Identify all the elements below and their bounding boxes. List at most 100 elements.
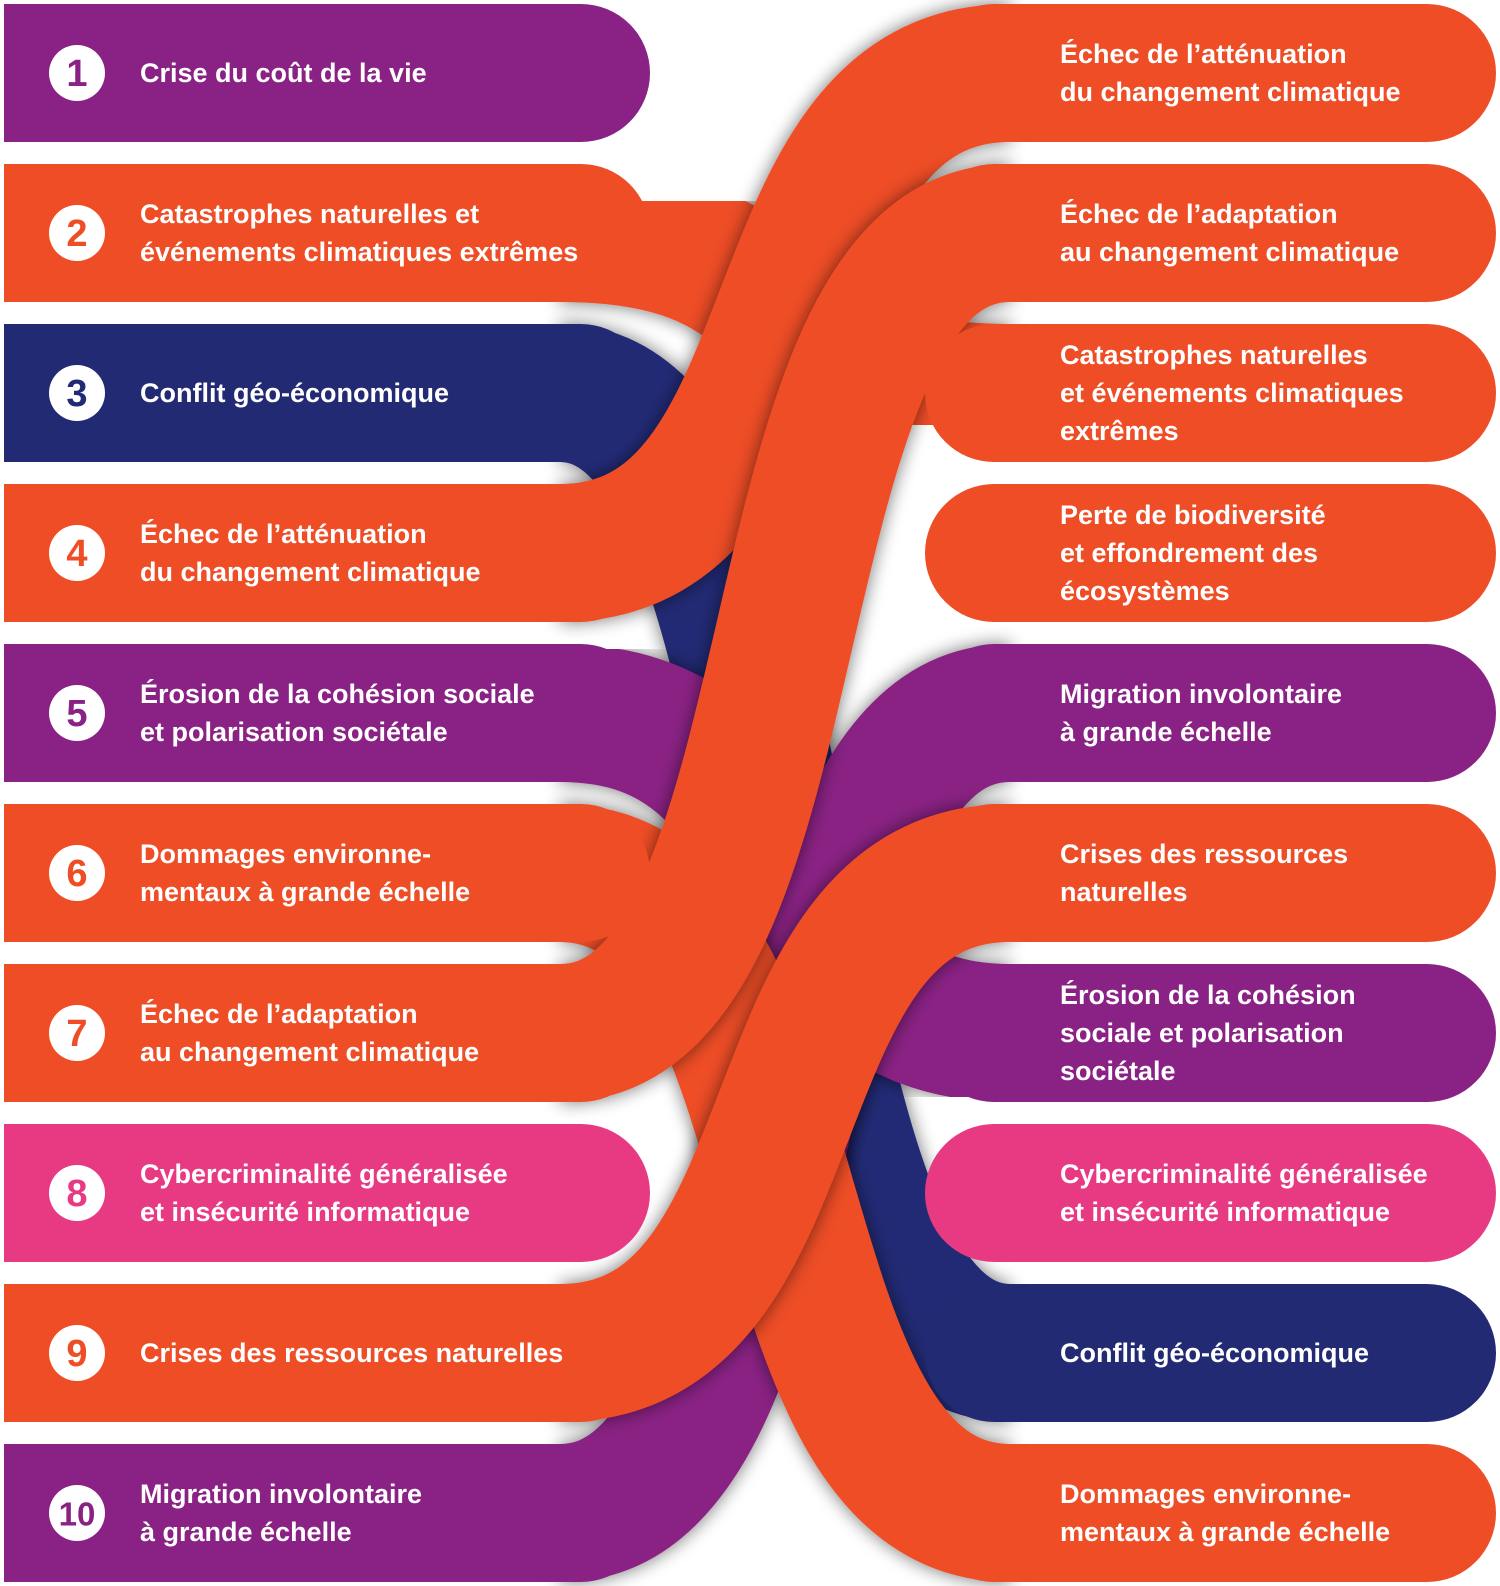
- rank-number: 8: [66, 1173, 87, 1215]
- rank-badge: [49, 845, 105, 901]
- left-risk-label-line: Échec de l’adaptation: [140, 998, 418, 1029]
- left-risk-label-line: Échec de l’atténuation: [140, 518, 427, 549]
- rank-badge: [49, 365, 105, 421]
- rank-badge: [49, 1325, 105, 1381]
- left-risk-pill: [4, 164, 650, 302]
- left-risk-label-line: Crises des ressources naturelles: [140, 1338, 563, 1368]
- right-risk-label-line: écosystèmes: [1060, 576, 1230, 606]
- rank-badge: [49, 525, 105, 581]
- left-risk-pill: [4, 324, 650, 462]
- right-risk-pill: [925, 804, 1496, 942]
- rank-number: 1: [66, 53, 87, 95]
- right-risk-label-line: à grande échelle: [1060, 717, 1272, 747]
- connector-ribbon-9-to-right-6: [556, 804, 1014, 1422]
- connector-ribbon-7-to-right-2: [554, 164, 1016, 1102]
- left-risk-label-line: Érosion de la cohésion sociale: [140, 678, 535, 709]
- left-risk-item-3: 3 Conflit géo-économique: [4, 324, 650, 462]
- right-risk-item-5: Migration involontaire à grande échelle: [925, 644, 1496, 782]
- left-risk-pill: [4, 1284, 650, 1422]
- left-risk-item-4: 4 Échec de l’atténuation du changement cli…: [4, 484, 650, 622]
- left-risk-label-line: Crise du coût de la vie: [140, 58, 427, 88]
- right-risk-label-line: Érosion de la cohésion: [1060, 979, 1356, 1010]
- left-risk-item-2: 2 Catastrophes naturelles et événements cl…: [4, 164, 650, 302]
- left-risk-label-line: Cybercriminalité généralisée: [140, 1159, 508, 1189]
- left-risk-pill: [4, 644, 650, 782]
- left-risk-label-line: au changement climatique: [140, 1037, 479, 1067]
- left-risk-item-10: 10 Migration involontaire à grande échelle: [4, 1444, 650, 1582]
- right-risk-label-line: du changement climatique: [1060, 77, 1401, 107]
- left-risk-item-5: 5 Érosion de la cohésion sociale et polari…: [4, 644, 650, 782]
- right-risk-item-2: Échec de l’adaptation au changement clima…: [925, 164, 1496, 302]
- left-risk-label-line: à grande échelle: [140, 1517, 352, 1547]
- left-risk-pill: [4, 804, 650, 942]
- left-risk-label-line: Dommages environne-: [140, 839, 431, 869]
- right-risk-pill: [925, 484, 1496, 622]
- rank-number: 5: [66, 693, 87, 735]
- left-risk-item-8: 8 Cybercriminalité généralisée et insécuri…: [4, 1124, 650, 1262]
- left-risk-label-line: et polarisation sociétale: [140, 717, 448, 747]
- rank-badge: [49, 205, 105, 261]
- right-risk-label-line: Catastrophes naturelles: [1060, 340, 1368, 370]
- rank-badge: [49, 45, 105, 101]
- left-risk-label-line: Conflit géo-économique: [140, 378, 449, 408]
- rank-badge: [49, 1165, 105, 1221]
- left-risk-pill: [4, 484, 650, 622]
- right-risk-label-line: extrêmes: [1060, 416, 1179, 446]
- left-column-short-term: 1 Crise du coût de la vie 2 Catastrophes na…: [4, 4, 650, 1582]
- left-risk-label-line: Catastrophes naturelles et: [140, 199, 479, 229]
- rank-badge: [49, 1005, 105, 1061]
- left-risk-label-line: et insécurité informatique: [140, 1197, 470, 1227]
- rank-number: 7: [66, 1013, 87, 1055]
- right-risk-item-4: Perte de biodiversité et effondrement des…: [925, 484, 1496, 622]
- right-risk-pill: [925, 644, 1496, 782]
- rank-number: 3: [66, 373, 87, 415]
- right-risk-label-line: au changement climatique: [1060, 237, 1399, 267]
- rank-number: 6: [66, 853, 87, 895]
- left-risk-label-line: événements climatiques extrêmes: [140, 237, 578, 267]
- right-risk-item-10: Dommages environne-mentaux à grande éche…: [925, 1444, 1496, 1582]
- left-risk-pill: [4, 1124, 650, 1262]
- connector-ribbon-4-to-right-1: [556, 4, 1014, 622]
- right-risk-label-line: Crises des ressources: [1060, 839, 1348, 869]
- right-risk-label-line: Échec de l’atténuation: [1060, 38, 1347, 69]
- right-risk-pill: [925, 4, 1496, 142]
- right-risk-pill: [925, 1124, 1496, 1262]
- right-risk-label-line: Dommages environne-: [1060, 1479, 1351, 1509]
- right-risk-pill: [925, 964, 1496, 1102]
- left-risk-pill: [4, 4, 650, 142]
- left-risk-pill: [4, 964, 650, 1102]
- left-risk-label-line: du changement climatique: [140, 557, 481, 587]
- right-risk-label-line: Conflit géo-économique: [1060, 1338, 1369, 1368]
- right-risk-item-7: Érosion de la cohésion sociale et polaris…: [925, 964, 1496, 1102]
- left-risk-label-line: mentaux à grande échelle: [140, 877, 470, 907]
- right-risk-label-line: naturelles: [1060, 877, 1188, 907]
- left-risk-label-line: Migration involontaire: [140, 1479, 422, 1509]
- right-risk-pill: [925, 164, 1496, 302]
- left-risk-pill: [4, 1444, 650, 1582]
- right-risk-label-line: et effondrement des: [1060, 538, 1318, 568]
- right-risk-label-line: Perte de biodiversité: [1060, 500, 1326, 530]
- right-column-long-term: Échec de l’atténuation du changement clim…: [925, 4, 1496, 1582]
- left-risk-item-7: 7 Échec de l’adaptation au changement clim…: [4, 964, 650, 1102]
- right-risk-item-1: Échec de l’atténuation du changement clim…: [925, 4, 1496, 142]
- rank-badge: [49, 685, 105, 741]
- left-risk-item-1: 1 Crise du coût de la vie: [4, 4, 650, 142]
- rank-number: 4: [66, 533, 87, 575]
- left-risk-item-6: 6 Dommages environne-mentaux à grande éch…: [4, 804, 650, 942]
- rank-number: 2: [66, 213, 87, 255]
- right-risk-item-6: Crises des ressources naturelles: [925, 804, 1496, 942]
- right-risk-label-line: Cybercriminalité généralisée: [1060, 1159, 1428, 1189]
- right-risk-pill: [925, 1284, 1496, 1422]
- connector-ribbons: [554, 4, 1016, 1582]
- right-risk-label-line: sociale et polarisation: [1060, 1018, 1344, 1048]
- right-risk-label-line: sociétale: [1060, 1056, 1176, 1086]
- right-risk-label-line: Migration involontaire: [1060, 679, 1342, 709]
- rank-number: 10: [59, 1496, 96, 1533]
- right-risk-pill: [925, 324, 1496, 462]
- right-risk-label-line: Échec de l’adaptation: [1060, 198, 1338, 229]
- right-risk-label-line: mentaux à grande échelle: [1060, 1517, 1390, 1547]
